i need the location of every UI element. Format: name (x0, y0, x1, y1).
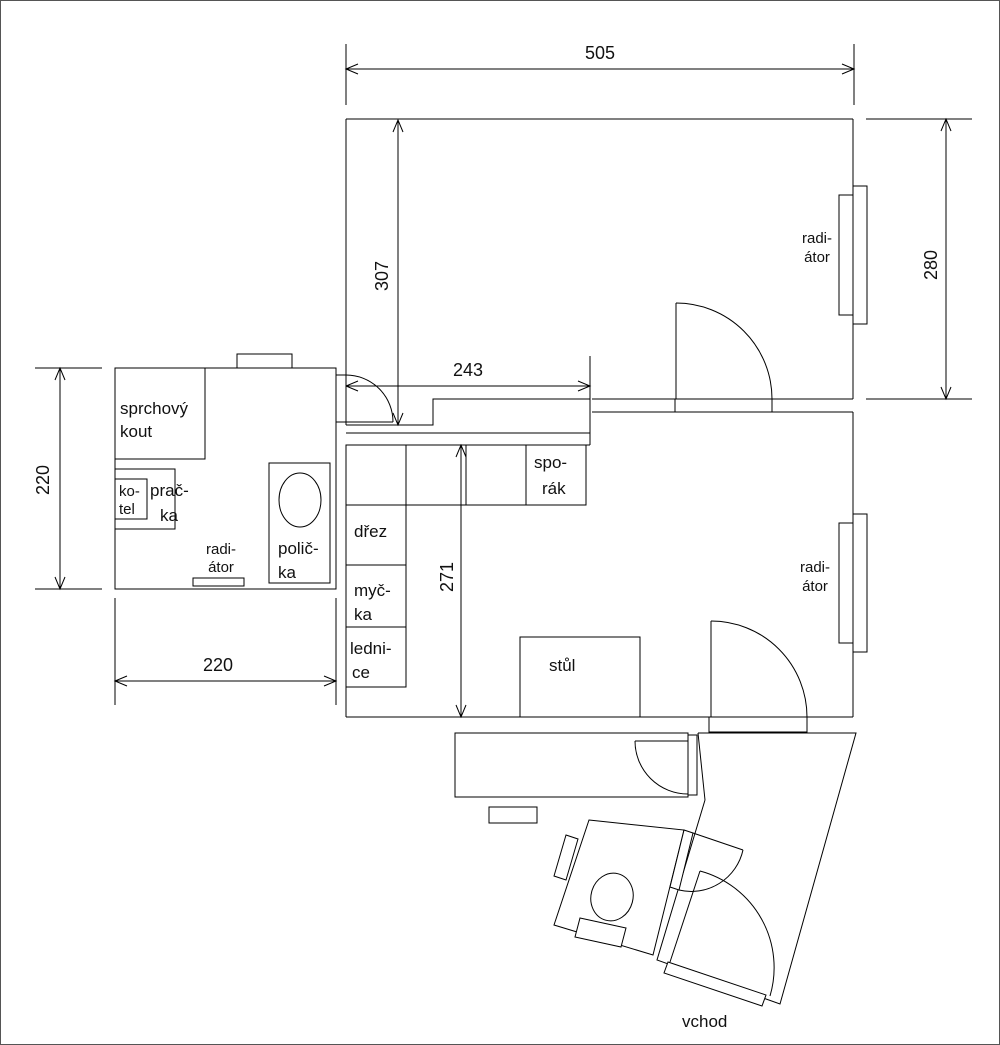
door-kitchen[interactable] (708, 620, 808, 733)
radiator-label-line2: átor (804, 249, 830, 266)
fridge-label-line1: ledni- (350, 639, 392, 658)
shelf: polič- ka (268, 462, 331, 584)
entrance-label: vchod (682, 1012, 727, 1031)
entrance-label-text: vchod (682, 1012, 727, 1031)
sink: dřez (354, 522, 387, 541)
door-top-room[interactable] (674, 302, 773, 413)
boiler-label-line1: ko- (119, 483, 140, 500)
dimension-307: 307 (372, 118, 404, 427)
entrance-hall (454, 732, 857, 1005)
radiator-bath-label-line2: átor (208, 559, 234, 576)
door-hall-small[interactable] (634, 734, 698, 796)
dim-307-label: 307 (372, 261, 392, 291)
room-top (345, 118, 854, 446)
shower: sprchový kout (114, 367, 206, 460)
shower-label-line2: kout (120, 422, 152, 441)
door-bathroom[interactable] (335, 374, 394, 423)
kitchen-counter (345, 444, 587, 688)
dim-220-v-label: 220 (33, 465, 53, 495)
radiator-kitchen-label-line2: átor (802, 578, 828, 595)
dimension-243: 243 (344, 356, 592, 396)
shelf-label-line1: polič- (278, 539, 319, 558)
fridge-label-line2: ce (352, 663, 370, 682)
dim-220-h-label: 220 (203, 655, 233, 675)
table: stůl (519, 636, 641, 718)
boiler-label-line2: tel (119, 501, 135, 518)
radiator-label-line1: radi- (802, 230, 832, 247)
radiator-kitchen: radi- átor (800, 513, 868, 653)
shower-label-line1: sprchový (120, 399, 189, 418)
radiator-bath-label-line1: radi- (206, 541, 236, 558)
washer-label-line2: ka (160, 506, 179, 525)
dimension-220-horizontal: 220 (113, 598, 338, 705)
boiler: ko- tel (114, 478, 148, 520)
dimension-top: 505 (344, 43, 856, 105)
room-kitchen (345, 412, 854, 718)
radiator-kitchen-label-line1: radi- (800, 559, 830, 576)
dimension-220-vertical: 220 (33, 366, 102, 591)
fridge: ledni- ce (350, 639, 392, 682)
stove-label-line1: spo- (534, 453, 567, 472)
dim-243-label: 243 (453, 360, 483, 380)
radiator-top-room: radi- átor (802, 185, 868, 325)
table-label: stůl (549, 656, 575, 675)
dimension-280: 280 (866, 117, 972, 401)
door-entrance[interactable] (663, 870, 775, 1007)
toilet-room (553, 819, 685, 956)
stove: spo- rák (534, 453, 567, 498)
dishwasher-label-line1: myč- (354, 581, 391, 600)
door-toilet[interactable] (669, 829, 744, 892)
stove-label-line2: rák (542, 479, 566, 498)
dim-271-label: 271 (437, 562, 457, 592)
dim-505-label: 505 (585, 43, 615, 63)
shelf-label-line2: ka (278, 563, 297, 582)
washer-label-line1: prač- (150, 481, 189, 500)
dim-280-label: 280 (921, 250, 941, 280)
dimension-271: 271 (437, 443, 467, 719)
dishwasher-label-line2: ka (354, 605, 373, 624)
sink-label: dřez (354, 522, 387, 541)
radiator-bathroom: radi- átor (192, 541, 245, 587)
dishwasher: myč- ka (354, 581, 391, 624)
